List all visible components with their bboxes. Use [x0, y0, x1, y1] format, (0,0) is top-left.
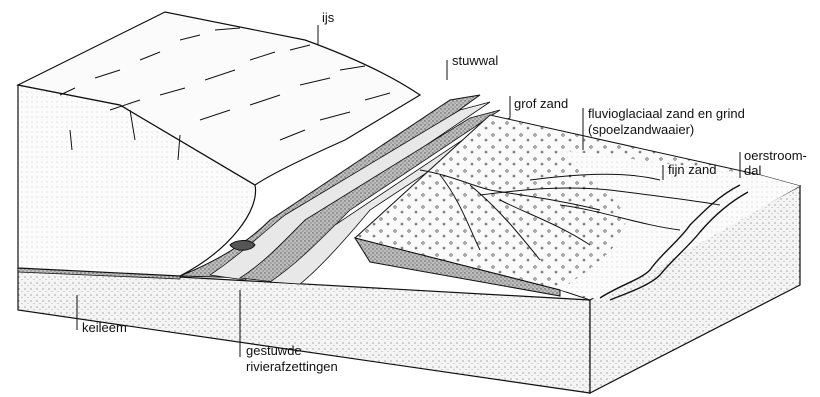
label-fijn-zand: fijn zand [668, 162, 716, 177]
label-rivierafzettingen: rivierafzettingen [246, 359, 338, 374]
label-oerstroom: oerstroom- [744, 148, 807, 163]
label-gestuwde: gestuwde [246, 343, 302, 358]
label-stuwwal: stuwwal [452, 53, 498, 68]
label-spoelzandwaaier: (spoelzandwaaier) [588, 122, 694, 137]
label-keileem: keileem [82, 320, 127, 335]
label-grof-zand: grof zand [514, 96, 568, 111]
label-fluvioglaciaal: fluvioglaciaal zand en grind [588, 106, 745, 121]
label-ijs: ijs [322, 10, 335, 25]
label-dal: dal [744, 163, 761, 178]
